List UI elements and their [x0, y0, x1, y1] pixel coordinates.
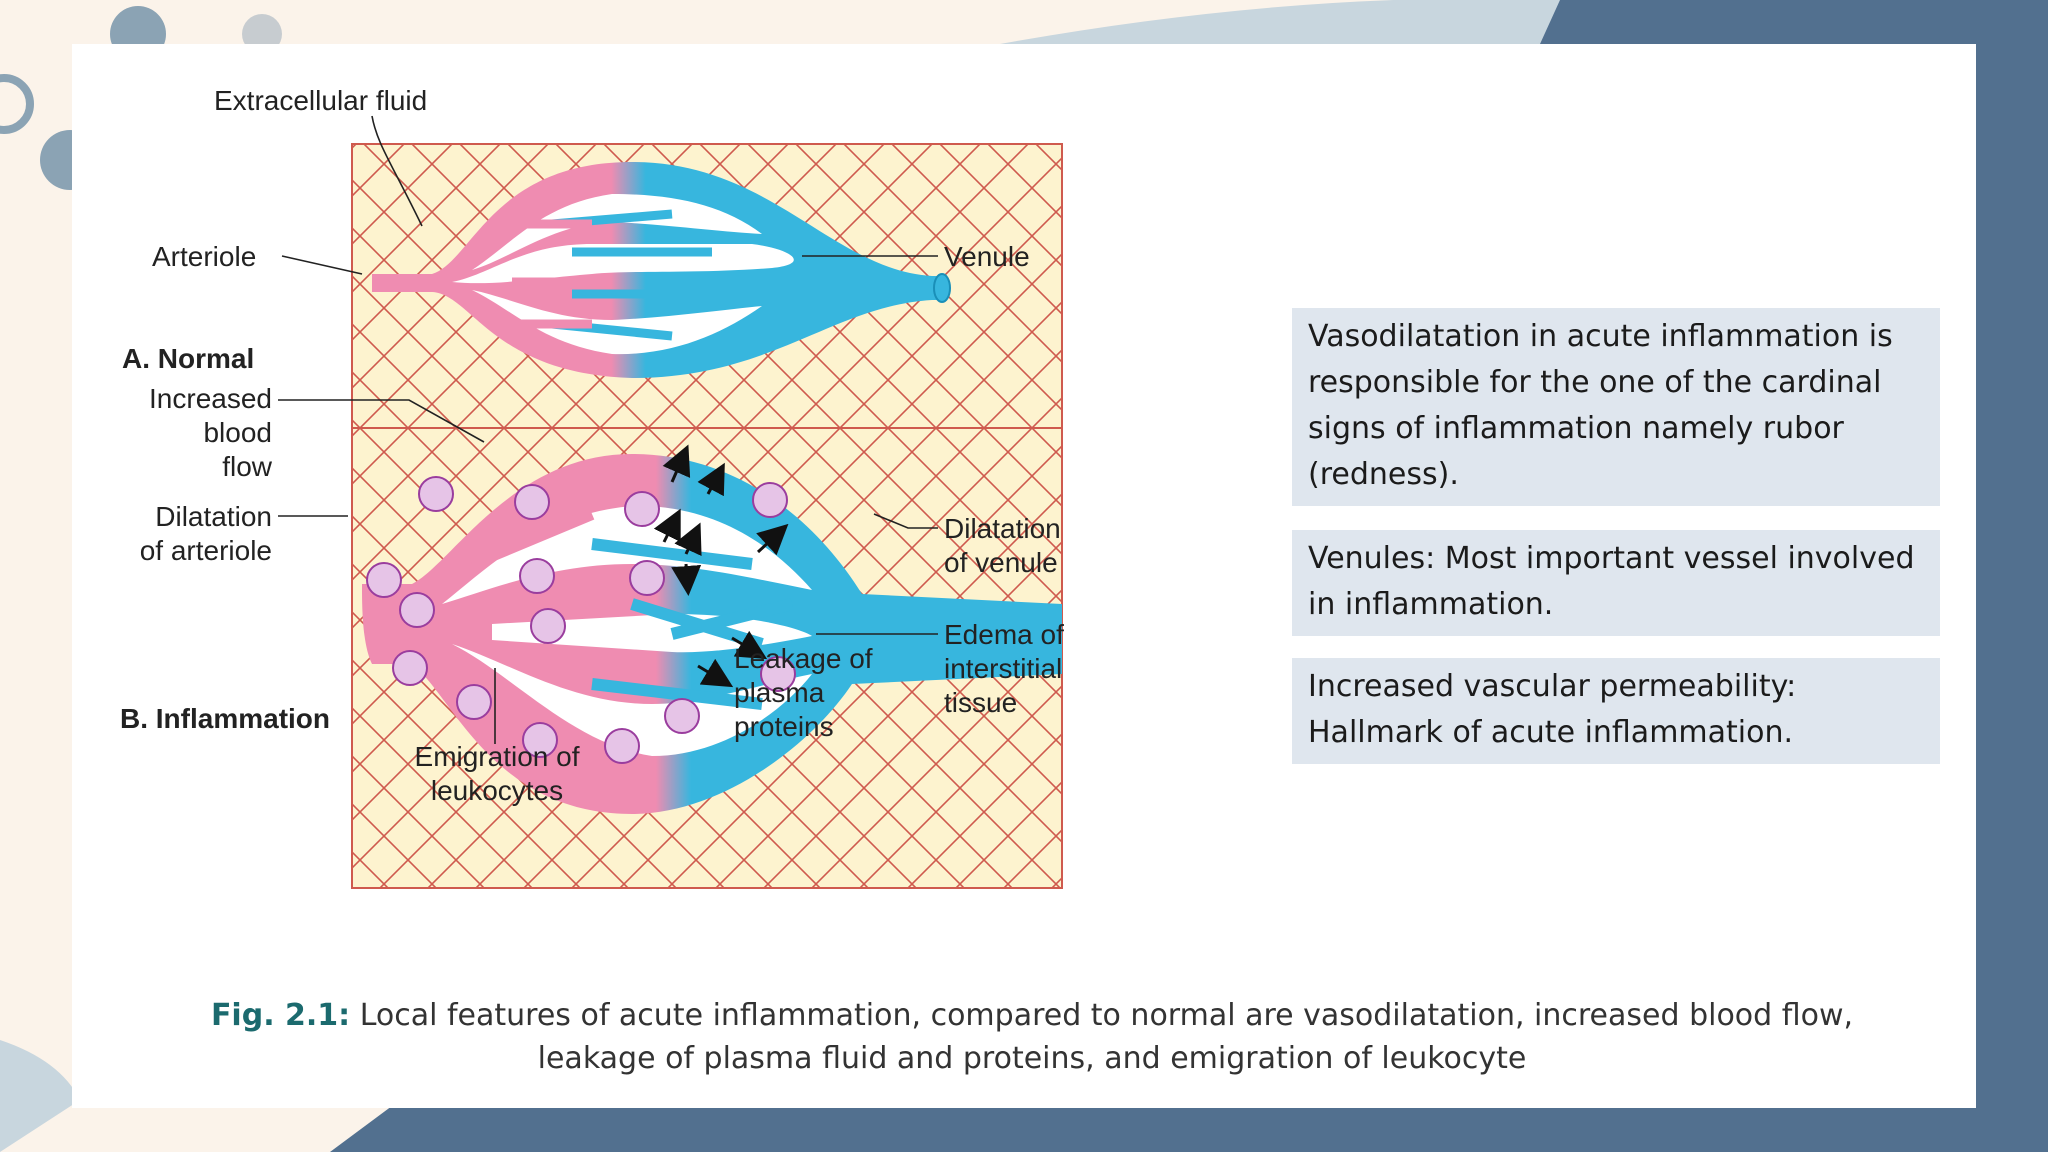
figure-caption: Fig. 2.1: Local features of acute inflam…	[192, 994, 1872, 1080]
note-permeability: Increased vascular permeability: Hallmar…	[1292, 658, 1940, 764]
note-vasodilatation: Vasodilatation in acute inflammation is …	[1292, 308, 1940, 506]
label-dilatation-venule: Dilatation of venule	[944, 513, 1061, 578]
label-dilatation-arteriole: Dilatation of arteriole	[139, 501, 272, 566]
note-venules: Venules: Most important vessel involved …	[1292, 530, 1940, 636]
label-increased-blood-flow: Increased blood flow	[149, 383, 272, 482]
label-edema: Edema of interstitial tissue	[944, 619, 1064, 718]
leakage-arrows	[653, 444, 789, 688]
label-leakage: Leakage of plasma proteins	[734, 643, 873, 742]
label-emigration: Emigration of leukocytes	[414, 741, 580, 806]
caption-fig-label: Fig. 2.1:	[210, 998, 351, 1033]
leukocytes	[366, 476, 796, 764]
label-venule: Venule	[944, 241, 1030, 272]
normal-vessel-network	[372, 162, 951, 378]
label-extracellular-fluid: Extracellular fluid	[214, 85, 428, 116]
caption-text: Local features of acute inflammation, co…	[350, 998, 1854, 1076]
leader-lines	[278, 115, 938, 744]
inflammation-diagram	[278, 115, 1063, 889]
slide-card: Extracellular fluid Arteriole Venule A. …	[72, 44, 1976, 1108]
label-arteriole: Arteriole	[152, 241, 257, 272]
label-section-normal: A. Normal	[122, 343, 255, 374]
label-section-inflammation: B. Inflammation	[120, 703, 331, 734]
